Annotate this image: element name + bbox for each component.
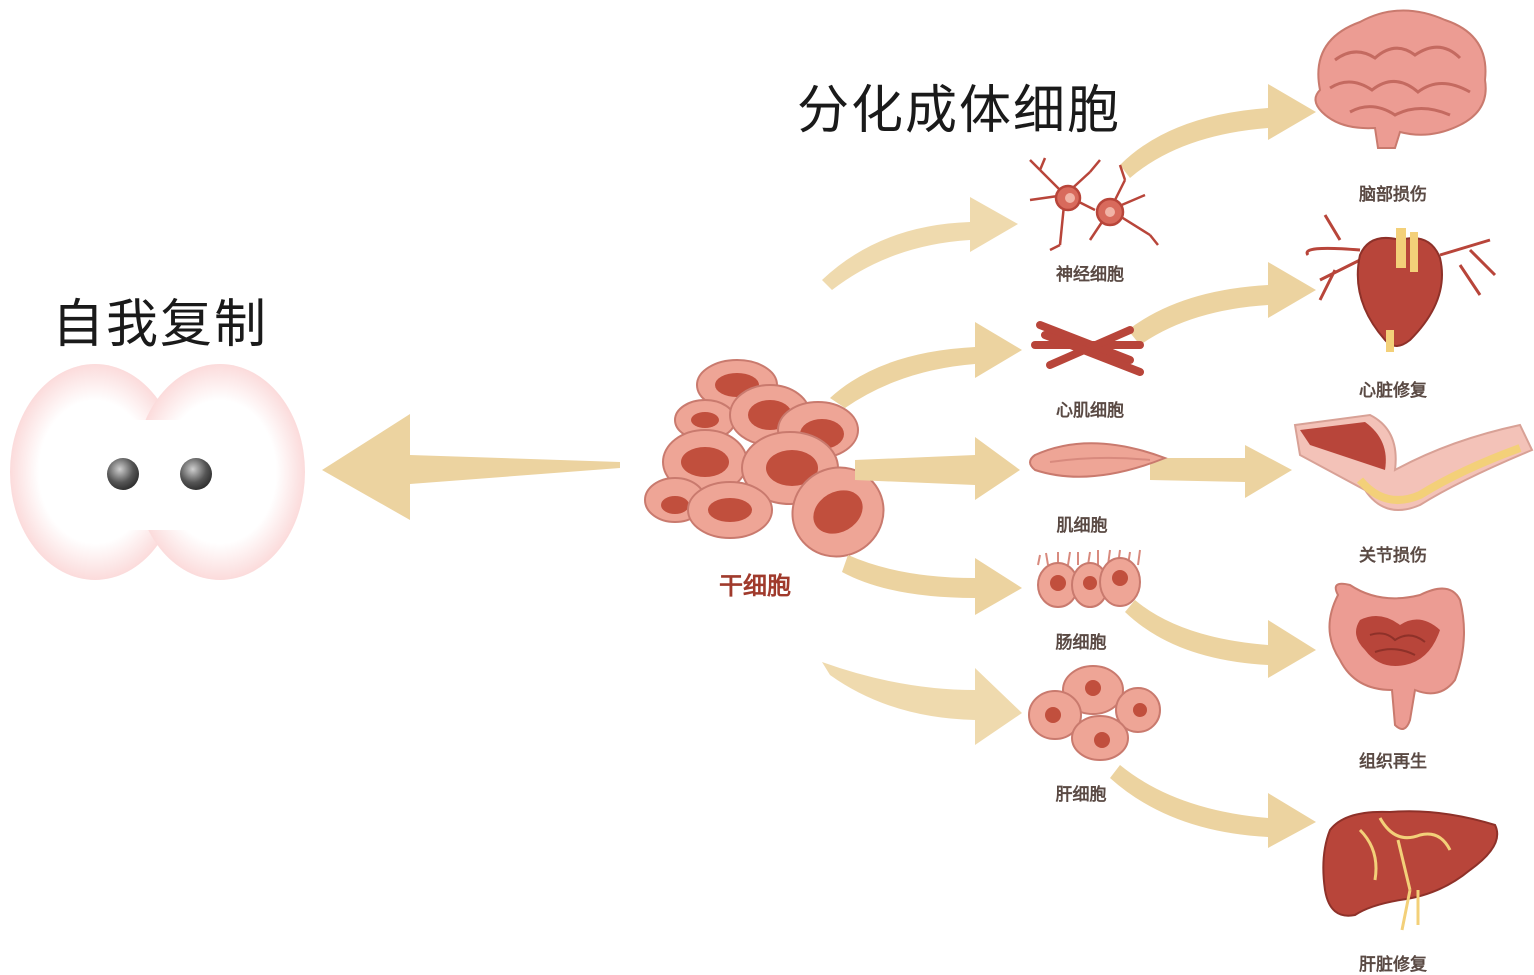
outcome-label-liver: 肝脏修复 [1359, 955, 1427, 975]
outcome-label-tissue: 组织再生 [1359, 752, 1427, 772]
cell-type-label-muscle: 肌细胞 [1056, 516, 1108, 536]
self-renewal-arrow [322, 414, 620, 520]
outcome-label-joint: 关节损伤 [1359, 546, 1427, 566]
nerve-cell-icon [1029, 157, 1159, 252]
cell-type-label-cardiac: 心肌细胞 [1056, 401, 1124, 421]
liver-icon [1322, 810, 1499, 931]
muscle-cell-icon [1029, 442, 1168, 478]
liver-cell-icon [1028, 665, 1161, 761]
outcome-arrows [1110, 84, 1316, 848]
outcome-label-brain: 脑部损伤 [1359, 185, 1427, 205]
nucleus-dot-left [107, 458, 139, 490]
brain-icon [1314, 9, 1487, 149]
joint-icon [1293, 413, 1534, 511]
differentiation-arrows [822, 197, 1022, 745]
intestine-icon [1328, 582, 1465, 730]
differentiation-title: 分化成体细胞 [797, 81, 1122, 141]
stem-cell-label: 干细胞 [719, 572, 791, 600]
heart-icon [1305, 214, 1497, 352]
self-renewal-title: 自我复制 [52, 295, 269, 355]
stem-cell-cluster-icon [644, 359, 885, 558]
dividing-cell-icon [10, 364, 305, 580]
intestinal-cell-icon [1037, 549, 1141, 608]
cell-type-label-liver: 肝细胞 [1055, 785, 1107, 805]
cell-type-label-intestinal: 肠细胞 [1055, 633, 1107, 653]
outcome-label-heart: 心脏修复 [1359, 381, 1427, 401]
cell-type-label-nerve: 神经细胞 [1056, 265, 1124, 285]
nucleus-dot-right [180, 458, 212, 490]
cardiac-cell-icon [1031, 321, 1144, 376]
